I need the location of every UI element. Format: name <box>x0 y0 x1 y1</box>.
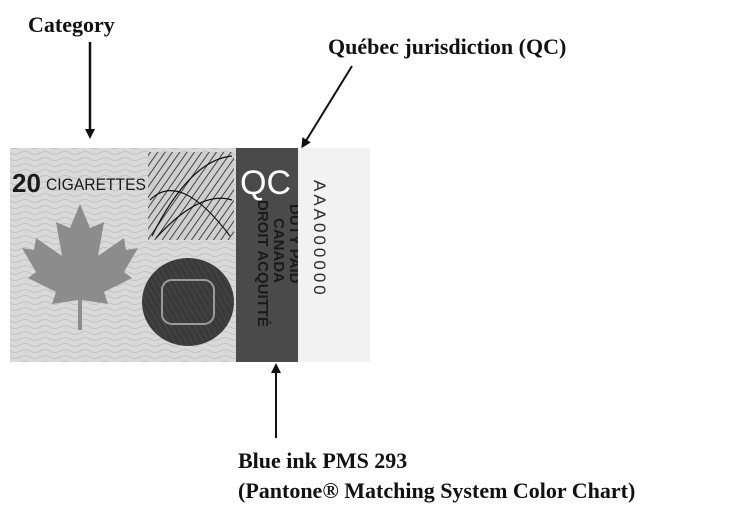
ink-panel: QC DUTY PAID CANADA DROIT ACQUITTÉ <box>236 148 303 362</box>
jurisdiction-arrow <box>301 65 353 149</box>
vertical-text-canada: CANADA <box>270 218 287 283</box>
category-callout-label: Category <box>28 12 115 37</box>
ink-callout-label-line2: (Pantone® Matching System Color Chart) <box>238 478 636 503</box>
serial-number: AAA000000 <box>310 180 329 298</box>
serial-strip: AAA000000 <box>298 148 370 362</box>
maple-leaf-icon <box>22 204 138 330</box>
stamp-category-word: CIGARETTES <box>46 175 146 194</box>
jurisdiction-code: QC <box>240 164 291 202</box>
tax-stamp: 20 CIGARETTES <box>10 148 236 362</box>
vertical-text-droit-acquitte: DROIT ACQUITTÉ <box>254 200 271 327</box>
stamp-category-number: 20 <box>12 168 41 198</box>
blue-ink-panel <box>236 148 298 362</box>
ink-callout-label-line1: Blue ink PMS 293 <box>238 448 408 473</box>
jurisdiction-callout-label: Québec jurisdiction (QC) <box>328 34 567 59</box>
